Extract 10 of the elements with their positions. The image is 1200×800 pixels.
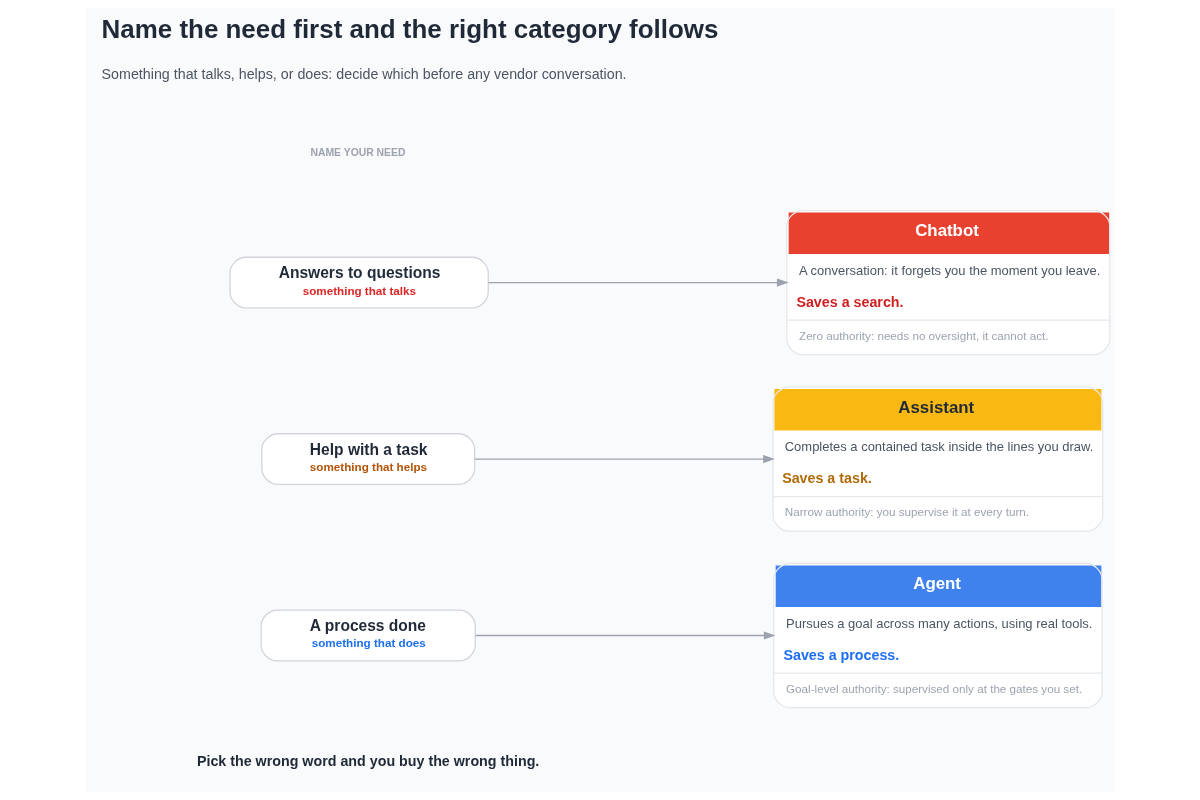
- node-box: Help with a task something that helps: [260, 433, 475, 485]
- node-box: Answers to questions something that talks: [228, 256, 489, 309]
- diagram-title: Name the need first and the right category follows: [101, 14, 718, 43]
- label: Something that talks, helps, or does: decide which before any vendor conversation.: [101, 66, 627, 83]
- node-box: A process done something that does: [260, 609, 476, 662]
- arrow: [473, 454, 775, 464]
- arrow: [487, 278, 789, 287]
- label: NAME YOUR NEED: [309, 146, 405, 158]
- caption: Pick the wrong word and you buy the wrong thing.: [196, 752, 539, 769]
- arrow: [474, 631, 775, 640]
